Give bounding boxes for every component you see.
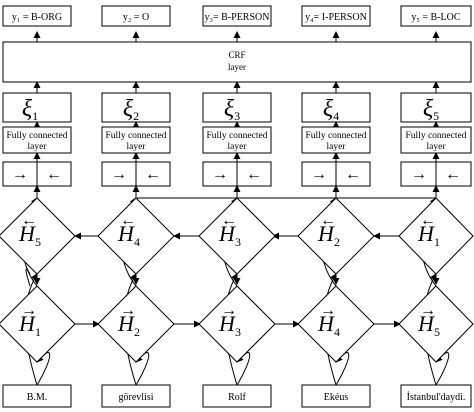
right-arrow-icon: → bbox=[21, 302, 37, 319]
left-arrow-icon: ← bbox=[120, 212, 136, 229]
input-words: B.M. görevlisi Rolf Ekéus İstanbul'daydi… bbox=[2, 384, 472, 408]
backward-lstm-cell-5: H1 ← bbox=[398, 197, 474, 275]
forward-arrow-icon: → bbox=[111, 166, 127, 183]
output-tag-2: y₂ = O bbox=[123, 12, 149, 23]
svg-text:Fully connected: Fully connected bbox=[207, 131, 268, 141]
svg-text:layer: layer bbox=[28, 142, 48, 152]
xi-box-1: ξ1 bbox=[2, 92, 72, 123]
svg-text:Fully connected: Fully connected bbox=[106, 131, 167, 141]
svg-text:Fully connected: Fully connected bbox=[7, 131, 68, 141]
fc-box-4: Fully connected layer bbox=[301, 126, 371, 154]
forward-lstm-cell-4: H4 → bbox=[297, 285, 375, 363]
forward-arrow-icon: → bbox=[311, 166, 327, 183]
concat-box-3: → ← bbox=[202, 161, 272, 187]
crf-label: CRF bbox=[228, 50, 245, 60]
input-word-5: İstanbul'daydi. bbox=[407, 391, 466, 403]
left-arrow-icon: ← bbox=[420, 212, 436, 229]
backward-arrow-icon: ← bbox=[46, 166, 62, 183]
forward-lstm-cell-1: H1 → bbox=[0, 285, 76, 363]
input-word-4: Ekéus bbox=[324, 392, 349, 403]
input-word-2: görevlisi bbox=[119, 392, 154, 403]
crf-sublabel: layer bbox=[228, 62, 246, 72]
svg-text:Fully connected: Fully connected bbox=[306, 131, 367, 141]
backward-connectors bbox=[74, 197, 436, 240]
backward-lstm-cell-1: H5 ← bbox=[0, 197, 76, 275]
forward-arrow-icon: → bbox=[411, 166, 427, 183]
svg-text:H1: H1 bbox=[417, 221, 440, 249]
left-arrow-icon: ← bbox=[320, 212, 336, 229]
forward-lstm-cell-2: H2 → bbox=[97, 285, 175, 363]
forward-lstm-row: H1 → H2 → H3 → H4 → H5 → bbox=[0, 285, 474, 363]
svg-text:layer: layer bbox=[427, 142, 447, 152]
forward-arrow-icon: → bbox=[12, 166, 28, 183]
xi-boxes: ξ1 ξ2 ξ3 ξ4 ξ5 bbox=[2, 92, 472, 123]
svg-text:H4: H4 bbox=[317, 311, 340, 339]
backward-arrow-icon: ← bbox=[246, 166, 262, 183]
fc-box-2: Fully connected layer bbox=[101, 126, 171, 154]
vertical-connectors bbox=[33, 31, 440, 198]
forward-lstm-cell-3: H3 → bbox=[198, 285, 276, 363]
backward-lstm-cell-3: H3 ← bbox=[198, 197, 276, 275]
concat-boxes: → ← → ← → ← → ← → ← bbox=[2, 161, 472, 187]
input-word-1: B.M. bbox=[27, 392, 48, 403]
output-tags: y₁ = B-ORG y₂ = O y₃= B-PERSON y₄= I-PER… bbox=[2, 5, 472, 27]
fc-box-5: Fully connected layer bbox=[400, 126, 472, 154]
backward-lstm-cell-2: H4 ← bbox=[97, 197, 175, 275]
svg-text:layer: layer bbox=[127, 142, 147, 152]
left-arrow-icon: ← bbox=[21, 212, 37, 229]
output-tag-3: y₃= B-PERSON bbox=[205, 12, 270, 23]
forward-lstm-cell-5: H5 → bbox=[398, 285, 474, 363]
svg-text:H1: H1 bbox=[18, 311, 41, 339]
right-arrow-icon: → bbox=[420, 302, 436, 319]
backward-lstm-row: H5 ← H4 ← H3 ← H2 ← H1 ← bbox=[0, 197, 474, 275]
svg-text:H3: H3 bbox=[218, 311, 241, 339]
forward-arrow-icon: → bbox=[212, 166, 228, 183]
output-tag-1: y₁ = B-ORG bbox=[12, 12, 62, 23]
backward-lstm-cell-4: H2 ← bbox=[297, 197, 375, 275]
xi-box-4: ξ4 bbox=[301, 92, 371, 123]
svg-text:H4: H4 bbox=[117, 221, 140, 249]
right-arrow-icon: → bbox=[320, 302, 336, 319]
svg-text:H2: H2 bbox=[117, 311, 140, 339]
fc-box-3: Fully connected layer bbox=[202, 126, 272, 154]
svg-text:H5: H5 bbox=[18, 221, 41, 249]
svg-text:H5: H5 bbox=[417, 311, 440, 339]
left-arrow-icon: ← bbox=[221, 212, 237, 229]
backward-arrow-icon: ← bbox=[145, 166, 161, 183]
svg-text:ξ5: ξ5 bbox=[423, 96, 439, 123]
output-tag-4: y₄= I-PERSON bbox=[305, 12, 367, 23]
backward-arrow-icon: ← bbox=[445, 166, 461, 183]
xi-box-5: ξ5 bbox=[400, 92, 472, 123]
right-arrow-icon: → bbox=[120, 302, 136, 319]
svg-text:layer: layer bbox=[327, 142, 347, 152]
crf-layer: CRF layer bbox=[2, 41, 472, 83]
concat-box-4: → ← bbox=[301, 161, 371, 187]
svg-text:layer: layer bbox=[228, 142, 248, 152]
fc-box-1: Fully connected layer bbox=[2, 126, 72, 154]
svg-text:H2: H2 bbox=[317, 221, 340, 249]
right-arrow-icon: → bbox=[221, 302, 237, 319]
xi-box-2: ξ2 bbox=[101, 92, 171, 123]
concat-box-2: → ← bbox=[101, 161, 171, 187]
svg-text:ξ2: ξ2 bbox=[123, 96, 139, 123]
concat-box-5: → ← bbox=[400, 161, 472, 187]
svg-text:ξ4: ξ4 bbox=[323, 96, 339, 123]
input-word-3: Rolf bbox=[228, 392, 246, 403]
xi-box-3: ξ3 bbox=[202, 92, 272, 123]
backward-arrow-icon: ← bbox=[345, 166, 361, 183]
svg-text:Fully connected: Fully connected bbox=[406, 131, 467, 141]
svg-text:H3: H3 bbox=[218, 221, 241, 249]
output-tag-5: y₅ = B-LOC bbox=[411, 12, 460, 23]
svg-text:ξ1: ξ1 bbox=[22, 96, 38, 123]
fully-connected-boxes: Fully connected layer Fully connected la… bbox=[2, 126, 472, 154]
concat-box-1: → ← bbox=[2, 161, 72, 187]
svg-text:ξ3: ξ3 bbox=[224, 96, 240, 123]
